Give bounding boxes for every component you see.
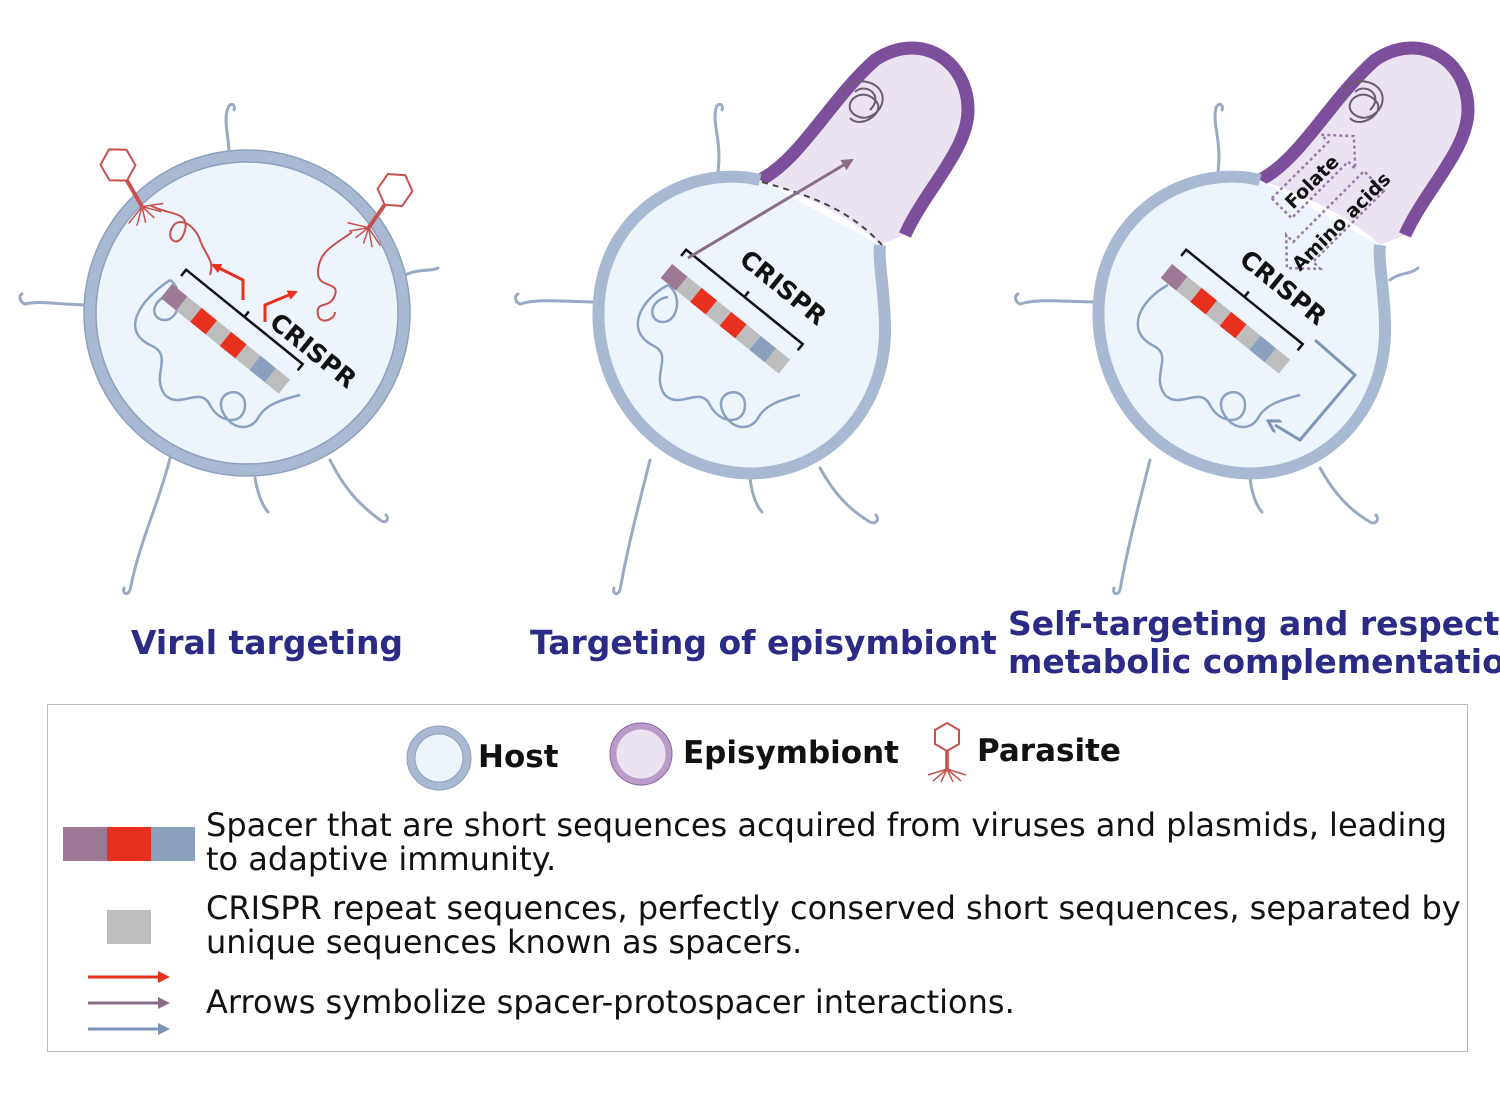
caption-viral-targeting: Viral targeting bbox=[130, 623, 404, 662]
viral-dna bbox=[149, 204, 213, 276]
diagram-artwork: CRISPR bbox=[18, 41, 1475, 596]
flagella bbox=[1014, 102, 1420, 596]
panel-self-targeting: Folate Amino acids CRISPR bbox=[1014, 41, 1475, 596]
spacer-swatch-red bbox=[107, 827, 151, 861]
parasite-phage-icon bbox=[347, 172, 414, 248]
flagella bbox=[514, 102, 879, 596]
spacer-protospacer-arrow bbox=[263, 290, 298, 322]
crispr-array bbox=[160, 267, 305, 394]
chromosome bbox=[636, 283, 801, 429]
episymbiont-dna bbox=[842, 80, 884, 123]
caption-self-targeting: Self-targeting and respective metabolic … bbox=[1008, 604, 1500, 681]
folate-arrow bbox=[1270, 133, 1357, 220]
spacer-protospacer-arrow bbox=[687, 158, 854, 260]
episymbiont-cell bbox=[760, 48, 968, 246]
parasite-phage-icon bbox=[927, 721, 967, 783]
parasite-phage-icon bbox=[99, 148, 164, 226]
legend-arrows-text: Arrows symbolize spacer-protospacer inte… bbox=[206, 983, 1015, 1021]
panel-targeting-episymbiont: CRISPR bbox=[514, 41, 975, 596]
legend-spacer-text: Spacer that are short sequences acquired… bbox=[206, 806, 1448, 878]
chromosome bbox=[1136, 283, 1301, 429]
viral-dna bbox=[316, 231, 353, 322]
panel-viral-targeting: CRISPR bbox=[18, 102, 440, 596]
legend-repeat-text: CRISPR repeat sequences, perfectly conse… bbox=[206, 889, 1461, 961]
spacer-swatch-blue bbox=[151, 827, 195, 861]
flagella bbox=[18, 102, 440, 596]
legend-parasite-label: Parasite bbox=[977, 733, 1121, 769]
episymbiont-cell bbox=[1260, 48, 1468, 246]
crispr-array bbox=[660, 247, 805, 374]
repeat-swatch-gray bbox=[107, 910, 151, 944]
legend-arrows-icon bbox=[88, 971, 170, 1035]
episymbiont-cell-icon bbox=[609, 722, 673, 786]
legend-episymbiont-label: Episymbiont bbox=[683, 735, 899, 771]
spacer-protospacer-arrow bbox=[1275, 338, 1358, 442]
spacer-swatch-purple bbox=[63, 827, 107, 861]
episymbiont-dna bbox=[1342, 80, 1384, 123]
legend: Host Episymbiont Parasite Spacer that ar… bbox=[47, 704, 1468, 1052]
caption-targeting-episymbiont: Targeting of episymbiont bbox=[530, 623, 997, 662]
host-cell-icon bbox=[406, 725, 472, 791]
spacer-protospacer-arrow bbox=[211, 263, 245, 300]
legend-host-label: Host bbox=[478, 739, 559, 775]
crispr-array bbox=[1160, 247, 1305, 374]
